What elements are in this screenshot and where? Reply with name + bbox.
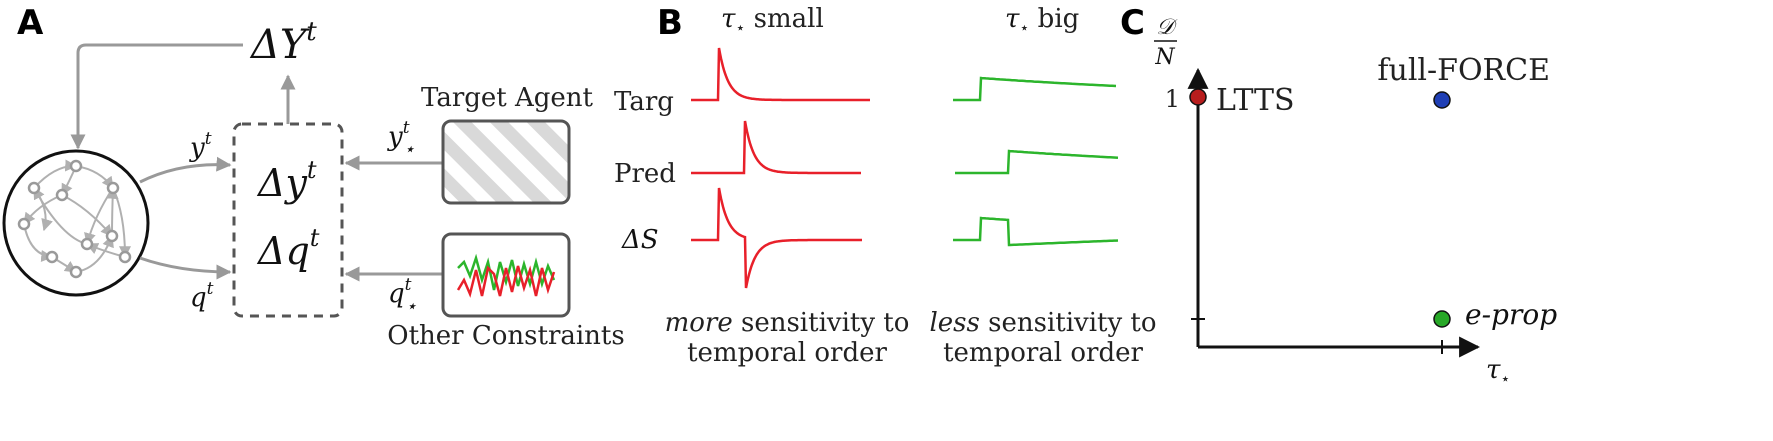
panel-b-letter: B [657,3,683,43]
panel-c-letter: C [1120,3,1145,43]
panel-a-letter: A [17,3,44,43]
y-label: yt [189,129,212,163]
target-agent-label: Target Agent [421,83,594,113]
constraint-red-signal [456,265,556,298]
point-e-prop-label: e-prop [1465,298,1557,331]
trace-big-delta-s [953,216,1119,247]
row-delta-s-label: ΔS [621,225,659,255]
point-full-force [1433,91,1451,109]
y-axis-label-num: 𝒟 [1156,15,1178,40]
constraint-green-signal [457,253,556,291]
caption-small: more sensitivity to [665,308,910,338]
other-constraints-box [441,232,571,318]
q-arrow [139,256,232,280]
tick-one-label: 1 [1165,85,1180,113]
recurrent-network-icon [2,149,150,297]
q-star-label: qt⋆ [388,275,417,317]
trace-small-delta-s [691,187,862,289]
update-box [232,122,344,318]
delta-q-label: Δqt [256,224,320,273]
y-arrow [139,156,232,184]
row-targ-label: Targ [614,87,674,117]
point-ltts [1189,88,1207,106]
trace-small-targ [691,47,870,102]
point-full-force-label: full-FORCE [1377,53,1550,88]
caption-small-line2: temporal order [687,338,887,368]
y-axis-label-den: N [1154,45,1175,70]
column-big-title: τ⋆ big [1005,4,1079,37]
delta-Y-label: ΔYt [249,17,317,68]
other-constraints-label: Other Constraints [387,321,624,351]
column-small-title: τ⋆ small [721,4,824,37]
q-label: qt [190,279,214,313]
delta-y-label: Δyt [256,156,317,205]
trace-big-targ [953,76,1117,102]
trace-small-pred [691,120,861,175]
trace-big-pred [955,149,1119,175]
caption-big-line2: temporal order [943,338,1143,368]
y-star-label: yt⋆ [387,118,415,160]
target-agent-box [441,119,571,205]
point-ltts-label: LTTS [1216,83,1295,118]
x-axis-label: τ⋆ [1486,355,1510,388]
point-e-prop [1433,310,1451,328]
caption-big: less sensitivity to [929,308,1156,338]
row-pred-label: Pred [614,159,676,189]
feedback-arrow [70,43,243,150]
